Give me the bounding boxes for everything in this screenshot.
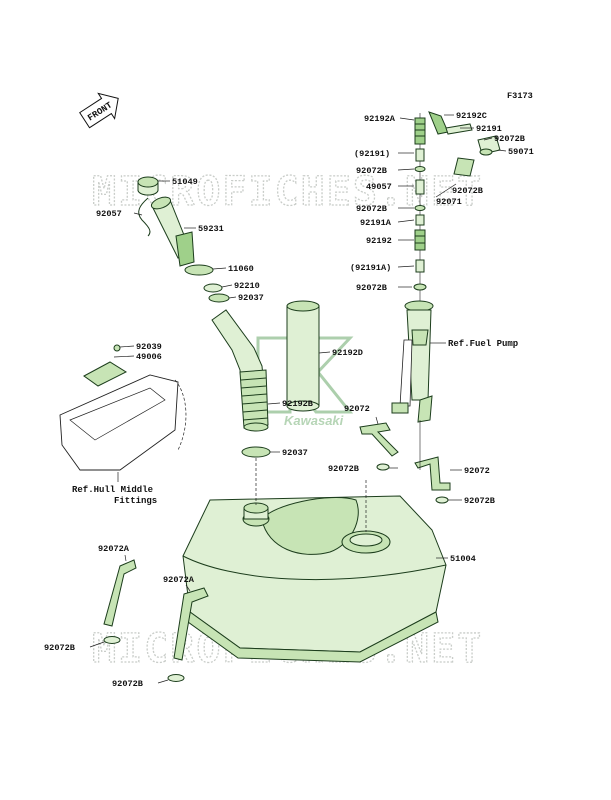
vent-hose-cylinder — [286, 300, 320, 412]
label-92072B-center: 92072B — [328, 464, 359, 474]
label-49057: 49057 — [366, 182, 392, 192]
ref-hull-line1: Ref.Hull Middle — [72, 485, 153, 495]
clamp-ring — [184, 264, 214, 276]
clip-92072B-2 — [435, 496, 449, 504]
label-59071: 59071 — [508, 147, 534, 157]
bolt-92039 — [113, 344, 121, 352]
fuel-cap — [137, 176, 159, 196]
fuel-pump — [391, 300, 434, 423]
label-92191A: 92191A — [360, 218, 392, 228]
label-92072B-a: 92072B — [356, 166, 387, 176]
filler-hose — [211, 309, 269, 432]
label-92071: 92071 — [436, 197, 462, 207]
label-92072B-vent: 92072B — [494, 134, 525, 144]
label-92191-paren: (92191) — [354, 149, 390, 159]
label-51004: 51004 — [450, 554, 476, 564]
ref-hull-line2: Fittings — [114, 496, 157, 506]
label-59231: 59231 — [198, 224, 224, 234]
clip-92072B-1 — [376, 463, 390, 471]
label-92072B-b: 92072B — [356, 204, 387, 214]
label-92072B-filter: 92072B — [452, 186, 483, 196]
label-92191: 92191 — [476, 124, 502, 134]
cap-tether — [138, 197, 151, 237]
label-92191A-paren: (92191A) — [350, 263, 391, 273]
strap-92072-right — [414, 456, 451, 491]
fuel-tank — [182, 495, 447, 663]
label-92210: 92210 — [234, 281, 260, 291]
strap-92072A-left — [103, 559, 137, 627]
label-92192C: 92192C — [456, 111, 487, 121]
clip-92072B-3 — [103, 636, 121, 644]
label-11060: 11060 — [228, 264, 254, 274]
lower-hose-clamp — [241, 446, 271, 458]
strap-92072A-center — [173, 587, 209, 661]
upper-hose-clamp — [208, 293, 230, 303]
label-92037-lower: 92037 — [282, 448, 308, 458]
clip-92072B-4 — [167, 674, 185, 682]
strap-92072-upper — [359, 422, 399, 457]
figure-code: F3173 — [507, 91, 533, 101]
label-92072-right: 92072 — [464, 466, 490, 476]
logo-text: Kawasaki — [284, 413, 344, 428]
label-92072A-left: 92072A — [98, 544, 130, 554]
label-92072B-right: 92072B — [464, 496, 495, 506]
label-92192D: 92192D — [332, 348, 363, 358]
label-49006: 49006 — [136, 352, 162, 362]
label-92072-upper: 92072 — [344, 404, 370, 414]
front-arrow-icon: FRONT — [79, 92, 119, 129]
label-92072B-c: 92072B — [356, 283, 387, 293]
leader-lines — [89, 114, 507, 684]
label-92037-upper: 92037 — [238, 293, 264, 303]
hull-middle-fittings — [59, 344, 187, 471]
filler-neck — [150, 196, 195, 267]
label-92072B-left: 92072B — [44, 643, 75, 653]
label-51049: 51049 — [172, 177, 198, 187]
label-92192A: 92192A — [364, 114, 396, 124]
part-labels: 51049 92057 59231 11060 92210 92037 9203… — [44, 111, 534, 689]
label-92039: 92039 — [136, 342, 162, 352]
gasket-ring — [203, 283, 223, 293]
label-92072B-bottom: 92072B — [112, 679, 143, 689]
label-92192: 92192 — [366, 236, 392, 246]
vent-line-parts — [413, 111, 501, 305]
label-92072A-center: 92072A — [163, 575, 195, 585]
label-92057: 92057 — [96, 209, 122, 219]
ref-fuel-pump: Ref.Fuel Pump — [448, 339, 518, 349]
label-92192B: 92192B — [282, 399, 313, 409]
